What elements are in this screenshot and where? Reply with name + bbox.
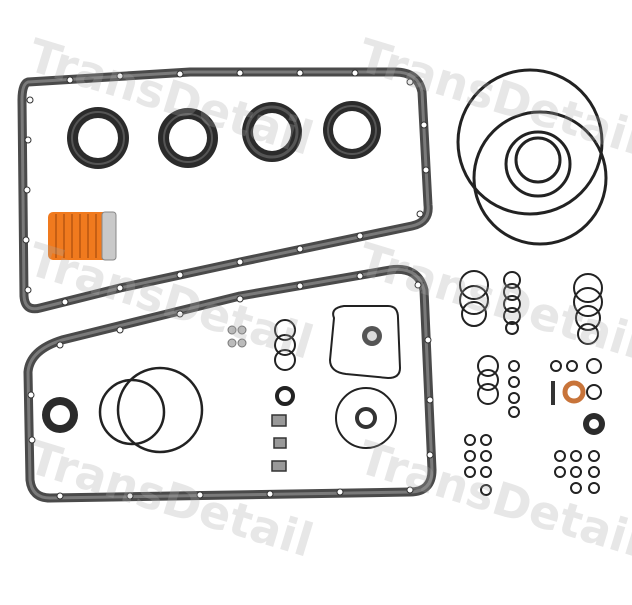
o-ring-stack-center	[274, 319, 296, 406]
oil-filter	[48, 211, 117, 261]
shaft-seal-1	[67, 107, 129, 169]
inner-rings	[98, 366, 204, 454]
copper-washer	[562, 380, 586, 404]
large-sealing-rings	[456, 68, 608, 246]
o-rings	[459, 270, 603, 496]
valve-clips	[271, 414, 287, 472]
shaft-seal-2	[158, 108, 218, 168]
shaft-seal-3	[242, 102, 302, 162]
small-seal-right	[583, 413, 605, 435]
shaped-gasket-seal	[362, 326, 382, 346]
pin	[551, 381, 555, 405]
check-balls	[227, 325, 247, 348]
shaft-seal-4	[323, 101, 381, 159]
round-gasket	[335, 387, 397, 449]
shaped-gasket	[328, 305, 402, 380]
pinion-seal	[42, 397, 78, 433]
lower-oil-pan-gasket	[23, 264, 437, 503]
shaft-seals	[67, 101, 381, 169]
upper-oil-pan-gasket	[17, 67, 433, 314]
